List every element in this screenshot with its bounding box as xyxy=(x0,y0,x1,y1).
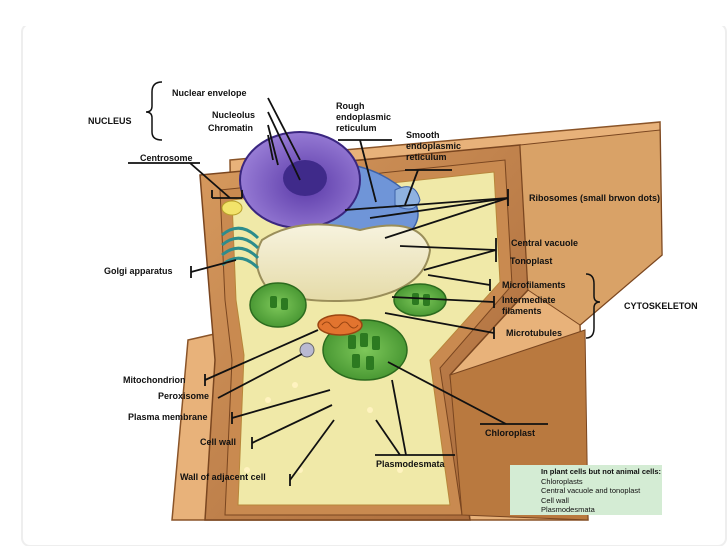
label-wall-adjacent-cell: Wall of adjacent cell xyxy=(180,472,266,482)
label-plasma-membrane: Plasma membrane xyxy=(128,412,208,422)
label-ribosomes: Ribosomes (small brwon dots) xyxy=(529,193,661,203)
nucleus-bracket xyxy=(145,81,163,141)
note-item: Central vacuole and tonoplast xyxy=(541,486,641,495)
peroxisome-shape xyxy=(299,342,315,358)
label-nucleolus: Nucleolus xyxy=(212,110,256,120)
note-item: Chloroplasts xyxy=(541,476,583,486)
label-plasmodesmata: Plasmodesmata xyxy=(376,459,445,469)
label-nuclear-envelope: Nuclear envelope xyxy=(172,88,247,98)
label-nucleus: NUCLEUS xyxy=(88,116,132,126)
label-golgi: Golgi apparatus xyxy=(104,266,173,276)
label-intermediate-filaments: Intermediate filaments xyxy=(502,295,556,316)
label-mitochondrion: Mitochondrion xyxy=(123,375,186,385)
label-smooth-er: Smooth endoplasmic reticulum xyxy=(406,130,462,162)
note-heading: In plant cells but not animal cells: xyxy=(541,467,662,476)
label-chloroplast: Chloroplast xyxy=(485,428,536,438)
plant-only-note: In plant cells but not animal cells: Chl… xyxy=(510,465,662,515)
label-peroxisome: Peroxisome xyxy=(158,391,210,401)
label-centrosome: Centrosome xyxy=(140,153,193,163)
label-tonoplast: Tonoplast xyxy=(510,256,553,266)
label-cytoskeleton: CYTOSKELETON xyxy=(624,301,698,311)
leader-lines xyxy=(128,97,548,486)
centrosome-shape xyxy=(221,200,243,216)
cytoskeleton-bracket xyxy=(585,273,601,339)
label-central-vacuole: Central vacuole xyxy=(511,238,579,248)
note-item: Cell wall xyxy=(541,495,569,505)
label-cell-wall: Cell wall xyxy=(200,437,237,447)
label-microtubules: Microtubules xyxy=(506,328,563,338)
label-rough-er: Rough endoplasmic reticulum xyxy=(336,101,392,133)
cell-wall-art xyxy=(171,121,663,521)
label-microfilaments: Microfilaments xyxy=(502,280,566,290)
mitochondrion-shape xyxy=(317,314,363,336)
label-chromatin: Chromatin xyxy=(208,123,253,133)
note-item: Plasmodesmata xyxy=(541,505,595,514)
